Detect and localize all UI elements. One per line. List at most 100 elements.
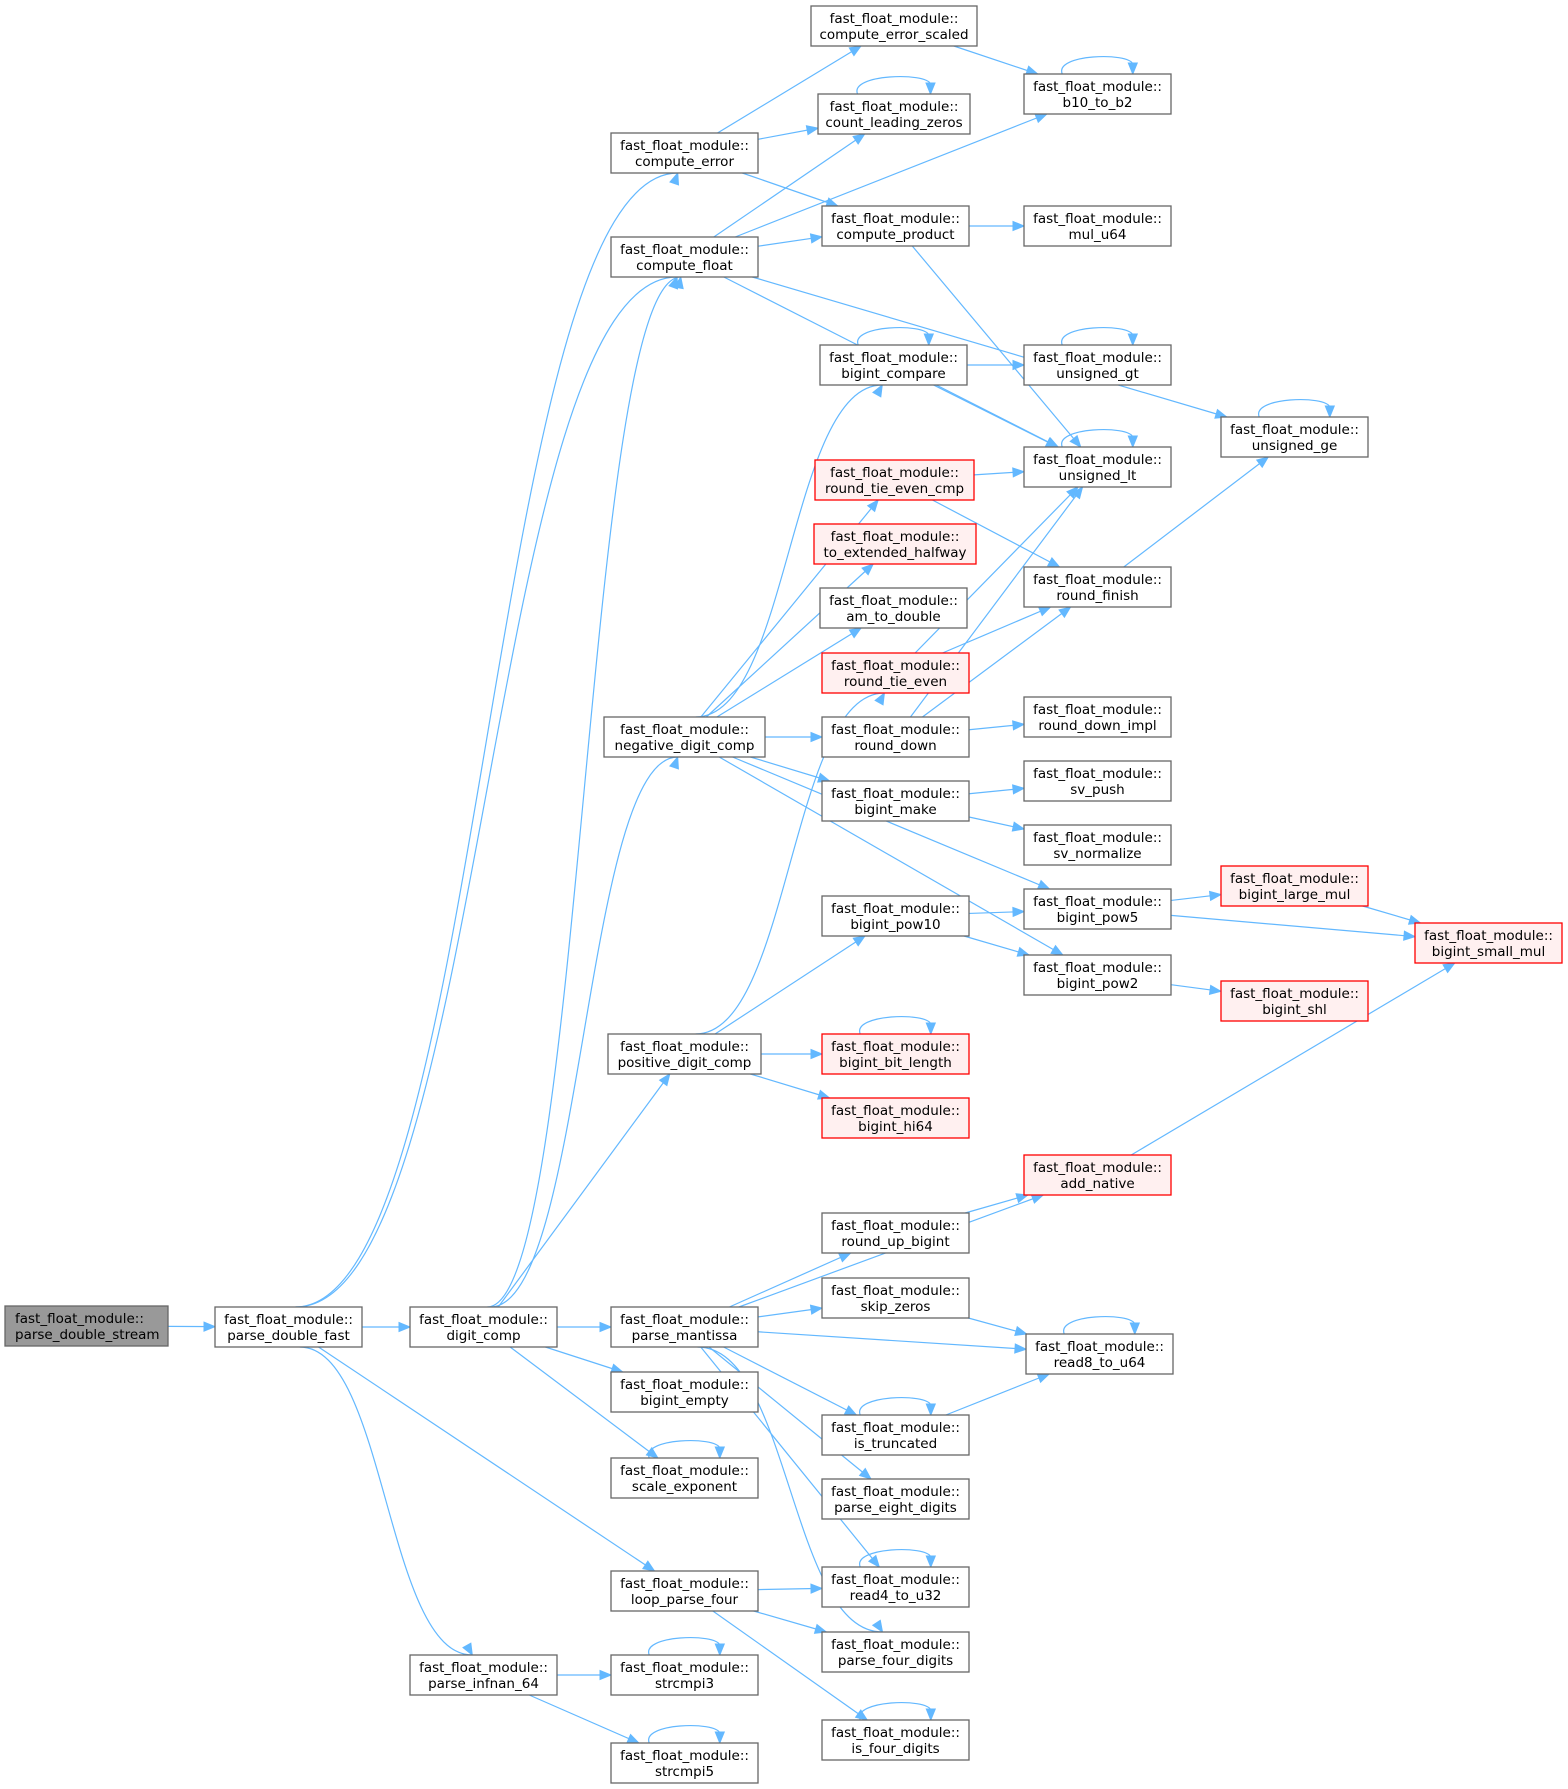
node-box[interactable] — [821, 1033, 970, 1075]
node-box[interactable] — [409, 1306, 558, 1348]
node-bigint_make[interactable]: fast_float_module::bigint_make — [821, 780, 970, 822]
node-bigint_pow10[interactable]: fast_float_module::bigint_pow10 — [821, 895, 970, 937]
node-box[interactable] — [1220, 980, 1369, 1022]
node-read4_to_u32[interactable]: fast_float_module::read4_to_u32 — [821, 1566, 970, 1608]
node-parse_double_stream[interactable]: fast_float_module::parse_double_stream — [4, 1305, 169, 1347]
node-box[interactable] — [1023, 888, 1172, 930]
node-loop_parse_four[interactable]: fast_float_module::loop_parse_four — [610, 1570, 759, 1612]
node-box[interactable] — [821, 1478, 970, 1520]
node-box[interactable] — [821, 1277, 970, 1319]
node-box[interactable] — [810, 5, 978, 47]
node-box[interactable] — [819, 587, 968, 629]
node-compute_product[interactable]: fast_float_module::compute_product — [821, 205, 970, 247]
node-box[interactable] — [4, 1305, 169, 1347]
node-box[interactable] — [1220, 865, 1369, 907]
node-box[interactable] — [1023, 566, 1172, 608]
node-box[interactable] — [1023, 446, 1172, 488]
node-bigint_pow5[interactable]: fast_float_module::bigint_pow5 — [1023, 888, 1172, 930]
node-am_to_double[interactable]: fast_float_module::am_to_double — [819, 587, 968, 629]
node-bigint_hi64[interactable]: fast_float_module::bigint_hi64 — [821, 1097, 970, 1139]
node-box[interactable] — [610, 1742, 759, 1784]
node-box[interactable] — [821, 1212, 970, 1254]
node-round_tie_even[interactable]: fast_float_module::round_tie_even — [821, 652, 970, 694]
node-box[interactable] — [1023, 1154, 1172, 1196]
node-round_tie_even_cmp[interactable]: fast_float_module::round_tie_even_cmp — [814, 459, 975, 501]
node-box[interactable] — [610, 132, 759, 174]
node-box[interactable] — [1023, 205, 1172, 247]
node-box[interactable] — [817, 93, 971, 135]
node-box[interactable] — [1023, 73, 1172, 115]
node-bigint_compare[interactable]: fast_float_module::bigint_compare — [819, 344, 968, 386]
node-negative_digit_comp[interactable]: fast_float_module::negative_digit_comp — [603, 716, 766, 758]
node-bigint_shl[interactable]: fast_float_module::bigint_shl — [1220, 980, 1369, 1022]
node-box[interactable] — [610, 1371, 759, 1413]
node-count_leading_zeros[interactable]: fast_float_module::count_leading_zeros — [817, 93, 971, 135]
node-round_down[interactable]: fast_float_module::round_down — [821, 716, 970, 758]
node-box[interactable] — [821, 716, 970, 758]
node-parse_mantissa[interactable]: fast_float_module::parse_mantissa — [610, 1306, 759, 1348]
node-strcmpi3[interactable]: fast_float_module::strcmpi3 — [610, 1654, 759, 1696]
node-round_down_impl[interactable]: fast_float_module::round_down_impl — [1023, 696, 1172, 738]
node-skip_zeros[interactable]: fast_float_module::skip_zeros — [821, 1277, 970, 1319]
node-box[interactable] — [610, 1654, 759, 1696]
node-box[interactable] — [610, 1570, 759, 1612]
node-parse_double_fast[interactable]: fast_float_module::parse_double_fast — [214, 1306, 363, 1348]
node-unsigned_ge[interactable]: fast_float_module::unsigned_ge — [1220, 416, 1369, 458]
node-positive_digit_comp[interactable]: fast_float_module::positive_digit_comp — [607, 1033, 762, 1075]
node-parse_infnan_64[interactable]: fast_float_module::parse_infnan_64 — [409, 1654, 558, 1696]
node-box[interactable] — [1023, 954, 1172, 996]
node-digit_comp[interactable]: fast_float_module::digit_comp — [409, 1306, 558, 1348]
node-box[interactable] — [610, 236, 759, 278]
node-unsigned_gt[interactable]: fast_float_module::unsigned_gt — [1023, 344, 1172, 386]
node-compute_error[interactable]: fast_float_module::compute_error — [610, 132, 759, 174]
node-sv_normalize[interactable]: fast_float_module::sv_normalize — [1023, 824, 1172, 866]
node-box[interactable] — [821, 1414, 970, 1456]
node-box[interactable] — [1220, 416, 1369, 458]
node-box[interactable] — [409, 1654, 558, 1696]
node-mul_u64[interactable]: fast_float_module::mul_u64 — [1023, 205, 1172, 247]
node-read8_to_u64[interactable]: fast_float_module::read8_to_u64 — [1025, 1333, 1174, 1375]
node-sv_push[interactable]: fast_float_module::sv_push — [1023, 760, 1172, 802]
node-parse_four_digits[interactable]: fast_float_module::parse_four_digits — [821, 1631, 970, 1673]
node-is_truncated[interactable]: fast_float_module::is_truncated — [821, 1414, 970, 1456]
node-strcmpi5[interactable]: fast_float_module::strcmpi5 — [610, 1742, 759, 1784]
node-box[interactable] — [821, 1097, 970, 1139]
node-box[interactable] — [603, 716, 766, 758]
node-bigint_small_mul[interactable]: fast_float_module::bigint_small_mul — [1414, 922, 1563, 964]
node-add_native[interactable]: fast_float_module::add_native — [1023, 1154, 1172, 1196]
node-parse_eight_digits[interactable]: fast_float_module::parse_eight_digits — [821, 1478, 970, 1520]
node-box[interactable] — [610, 1457, 759, 1499]
node-bigint_pow2[interactable]: fast_float_module::bigint_pow2 — [1023, 954, 1172, 996]
node-box[interactable] — [821, 895, 970, 937]
node-box[interactable] — [821, 205, 970, 247]
node-scale_exponent[interactable]: fast_float_module::scale_exponent — [610, 1457, 759, 1499]
node-unsigned_lt[interactable]: fast_float_module::unsigned_lt — [1023, 446, 1172, 488]
node-box[interactable] — [821, 780, 970, 822]
node-box[interactable] — [1023, 824, 1172, 866]
node-bigint_large_mul[interactable]: fast_float_module::bigint_large_mul — [1220, 865, 1369, 907]
node-to_extended_halfway[interactable]: fast_float_module::to_extended_halfway — [813, 523, 977, 565]
node-b10_to_b2[interactable]: fast_float_module::b10_to_b2 — [1023, 73, 1172, 115]
node-round_finish[interactable]: fast_float_module::round_finish — [1023, 566, 1172, 608]
node-is_four_digits[interactable]: fast_float_module::is_four_digits — [821, 1719, 970, 1761]
node-box[interactable] — [819, 344, 968, 386]
node-box[interactable] — [1414, 922, 1563, 964]
node-box[interactable] — [821, 1631, 970, 1673]
node-bigint_empty[interactable]: fast_float_module::bigint_empty — [610, 1371, 759, 1413]
node-bigint_bit_length[interactable]: fast_float_module::bigint_bit_length — [821, 1033, 970, 1075]
node-box[interactable] — [821, 1719, 970, 1761]
node-box[interactable] — [1025, 1333, 1174, 1375]
node-box[interactable] — [214, 1306, 363, 1348]
node-box[interactable] — [610, 1306, 759, 1348]
node-compute_error_scaled[interactable]: fast_float_module::compute_error_scaled — [810, 5, 978, 47]
node-round_up_bigint[interactable]: fast_float_module::round_up_bigint — [821, 1212, 970, 1254]
node-box[interactable] — [821, 652, 970, 694]
node-box[interactable] — [1023, 760, 1172, 802]
node-box[interactable] — [1023, 344, 1172, 386]
node-box[interactable] — [813, 523, 977, 565]
node-box[interactable] — [607, 1033, 762, 1075]
node-box[interactable] — [821, 1566, 970, 1608]
node-compute_float[interactable]: fast_float_module::compute_float — [610, 236, 759, 278]
node-box[interactable] — [1023, 696, 1172, 738]
node-box[interactable] — [814, 459, 975, 501]
